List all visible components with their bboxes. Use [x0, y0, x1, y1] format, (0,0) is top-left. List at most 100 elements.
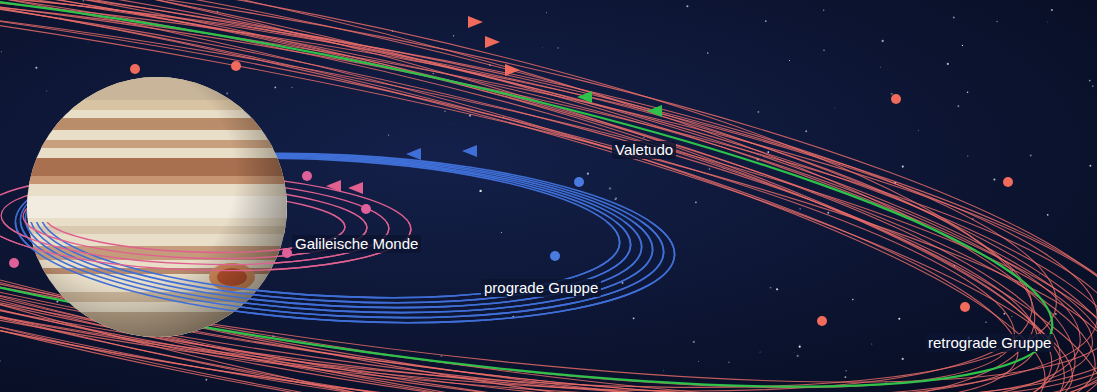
star	[698, 361, 700, 363]
star	[1047, 214, 1049, 216]
star	[35, 67, 37, 69]
star	[880, 66, 882, 68]
star	[1030, 155, 1032, 157]
prograde-orbit	[16, 222, 667, 333]
star	[1055, 313, 1057, 315]
star	[433, 73, 435, 75]
star	[996, 21, 997, 22]
star	[1046, 21, 1048, 23]
star	[799, 208, 800, 209]
direction-arrow	[647, 105, 662, 117]
star	[728, 361, 730, 363]
star	[757, 111, 759, 113]
moons	[9, 16, 1013, 326]
moon-dot	[550, 251, 560, 261]
star	[793, 351, 795, 353]
retrograde-orbit	[0, 0, 1063, 392]
star	[1089, 165, 1091, 167]
star	[388, 135, 389, 136]
star	[206, 379, 208, 381]
star	[46, 90, 47, 91]
retrograde-orbit	[0, 0, 1056, 392]
direction-arrow	[485, 36, 500, 48]
star	[633, 317, 635, 319]
star	[1003, 313, 1005, 315]
moon-dot	[9, 258, 19, 268]
star	[993, 178, 995, 180]
direction-arrow	[505, 64, 520, 76]
star	[882, 40, 884, 42]
star	[827, 212, 829, 214]
star	[770, 287, 772, 289]
moon-dot	[817, 316, 827, 326]
moon-dot	[361, 204, 371, 214]
direction-arrow	[577, 91, 592, 103]
star	[776, 288, 778, 290]
star	[871, 343, 873, 345]
moon-dot	[282, 248, 292, 258]
star	[444, 111, 445, 112]
star	[709, 168, 711, 170]
star	[83, 0, 85, 1]
star	[953, 16, 955, 18]
star	[823, 50, 824, 51]
direction-arrow	[468, 16, 483, 28]
orbit-label: retrograde Gruppe	[925, 334, 1054, 352]
star	[622, 282, 624, 284]
star	[1092, 85, 1094, 87]
star	[1039, 274, 1040, 275]
star	[292, 87, 293, 88]
star	[797, 355, 799, 357]
moon-dot	[891, 94, 901, 104]
star	[967, 92, 968, 93]
star	[0, 360, 1, 361]
star	[823, 10, 824, 11]
star	[615, 198, 617, 200]
star	[902, 358, 904, 360]
star	[962, 45, 963, 46]
orbit-label: Valetudo	[612, 141, 676, 159]
orbit-label: Galileische Monde	[292, 235, 421, 253]
star	[799, 343, 801, 345]
star	[765, 20, 767, 22]
direction-arrow	[348, 182, 363, 194]
orbits-front	[0, 222, 679, 338]
star	[918, 130, 919, 131]
star	[898, 318, 900, 320]
star	[845, 370, 847, 372]
moon-dot	[960, 302, 970, 312]
retrograde-orbit	[0, 0, 1066, 392]
star	[947, 63, 949, 65]
prograde-orbit	[11, 222, 679, 338]
star	[479, 190, 481, 192]
star	[844, 376, 846, 378]
direction-arrow	[326, 180, 341, 192]
star	[767, 151, 769, 153]
star	[805, 130, 807, 132]
star	[453, 122, 455, 124]
moon-dot	[130, 64, 140, 74]
star	[453, 35, 454, 36]
star	[663, 370, 664, 371]
star	[985, 322, 986, 323]
star	[587, 173, 589, 175]
direction-arrow	[406, 148, 421, 160]
orbit-label: prograde Gruppe	[481, 279, 601, 297]
moon-dot	[302, 171, 312, 181]
star	[226, 92, 228, 94]
